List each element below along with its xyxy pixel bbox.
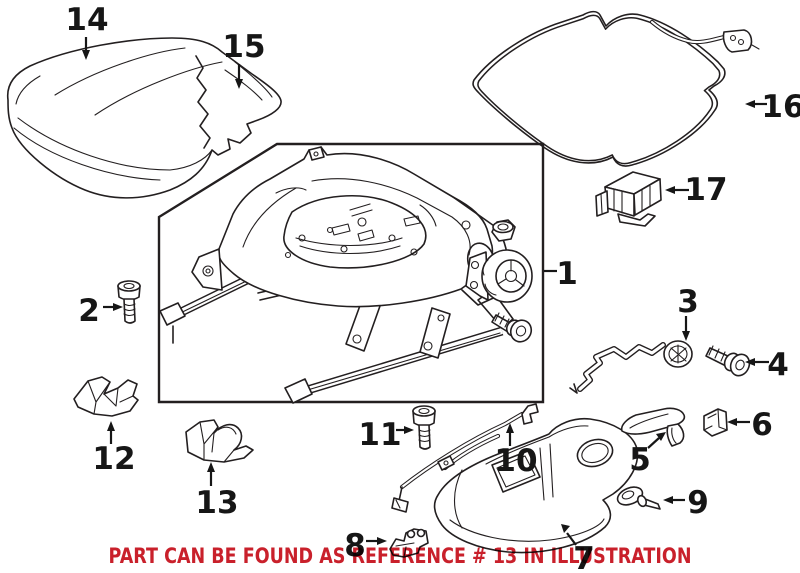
seat-cushion-drawing bbox=[6, 37, 282, 199]
callouts: 1 2 3 4 5 6 7 8 9 10 11 12 bbox=[65, 2, 800, 573]
bracket-13-drawing bbox=[185, 419, 254, 463]
callout-1: 1 bbox=[556, 256, 578, 292]
callout-4-arrowhead bbox=[745, 358, 755, 366]
clip-8-drawing bbox=[389, 528, 429, 558]
callout-12-arrowhead bbox=[107, 421, 115, 431]
callout-15-arrowhead bbox=[235, 79, 243, 89]
callout-11-arrowhead bbox=[404, 426, 414, 434]
callout-12: 12 bbox=[92, 441, 135, 477]
callout-2: 2 bbox=[78, 293, 100, 329]
wire-bracket-10-drawing bbox=[391, 403, 539, 513]
callout-4: 4 bbox=[767, 347, 789, 383]
callout-3: 3 bbox=[677, 284, 699, 320]
callout-6-arrowhead bbox=[727, 418, 737, 426]
frame-box bbox=[157, 142, 545, 404]
bolt-11-drawing bbox=[412, 405, 436, 450]
pin-9-drawing bbox=[616, 486, 661, 510]
callout-13: 13 bbox=[195, 485, 238, 521]
callout-11: 11 bbox=[358, 417, 401, 453]
callout-16-arrowhead bbox=[745, 100, 755, 108]
lever-3-drawing bbox=[569, 340, 693, 394]
frame-nut-drawing bbox=[491, 219, 516, 242]
bolt-2-drawing bbox=[117, 280, 141, 324]
callout-10: 10 bbox=[494, 443, 537, 479]
callout-9: 9 bbox=[687, 485, 709, 521]
seat-frame-drawing bbox=[159, 146, 533, 404]
callout-5-line bbox=[647, 437, 660, 449]
callout-9-arrowhead bbox=[663, 496, 673, 504]
callout-3-arrowhead bbox=[682, 331, 690, 341]
callout-8-arrowhead bbox=[377, 537, 387, 545]
control-module-drawing bbox=[595, 171, 662, 227]
callout-10-arrowhead bbox=[506, 423, 514, 433]
callout-5-arrowhead bbox=[656, 432, 666, 441]
caption-text: PART CAN BE FOUND AS REFERENCE # 13 IN I… bbox=[109, 544, 692, 569]
callout-17-arrowhead bbox=[665, 186, 675, 194]
frame-mount-drawing bbox=[465, 249, 533, 303]
callout-7-line bbox=[566, 532, 577, 546]
callout-5: 5 bbox=[629, 442, 651, 478]
callout-2-arrowhead bbox=[113, 303, 123, 311]
handle-5-drawing bbox=[620, 407, 686, 447]
bolt-4-drawing bbox=[705, 345, 751, 377]
callout-13-arrowhead bbox=[207, 462, 215, 472]
trim-panel-7-drawing bbox=[433, 417, 639, 554]
callout-8: 8 bbox=[344, 528, 366, 564]
cap-6-drawing bbox=[703, 408, 728, 437]
bracket-12-drawing bbox=[73, 376, 139, 417]
callout-14-arrowhead bbox=[82, 50, 90, 60]
callout-16: 16 bbox=[761, 89, 800, 125]
callout-7-arrowhead bbox=[561, 524, 570, 533]
callout-7: 7 bbox=[573, 541, 595, 573]
callout-14: 14 bbox=[65, 2, 108, 38]
callout-6: 6 bbox=[751, 407, 773, 443]
callout-15: 15 bbox=[222, 29, 265, 65]
callout-17: 17 bbox=[684, 172, 727, 208]
frame-bolt-drawing bbox=[491, 312, 533, 343]
